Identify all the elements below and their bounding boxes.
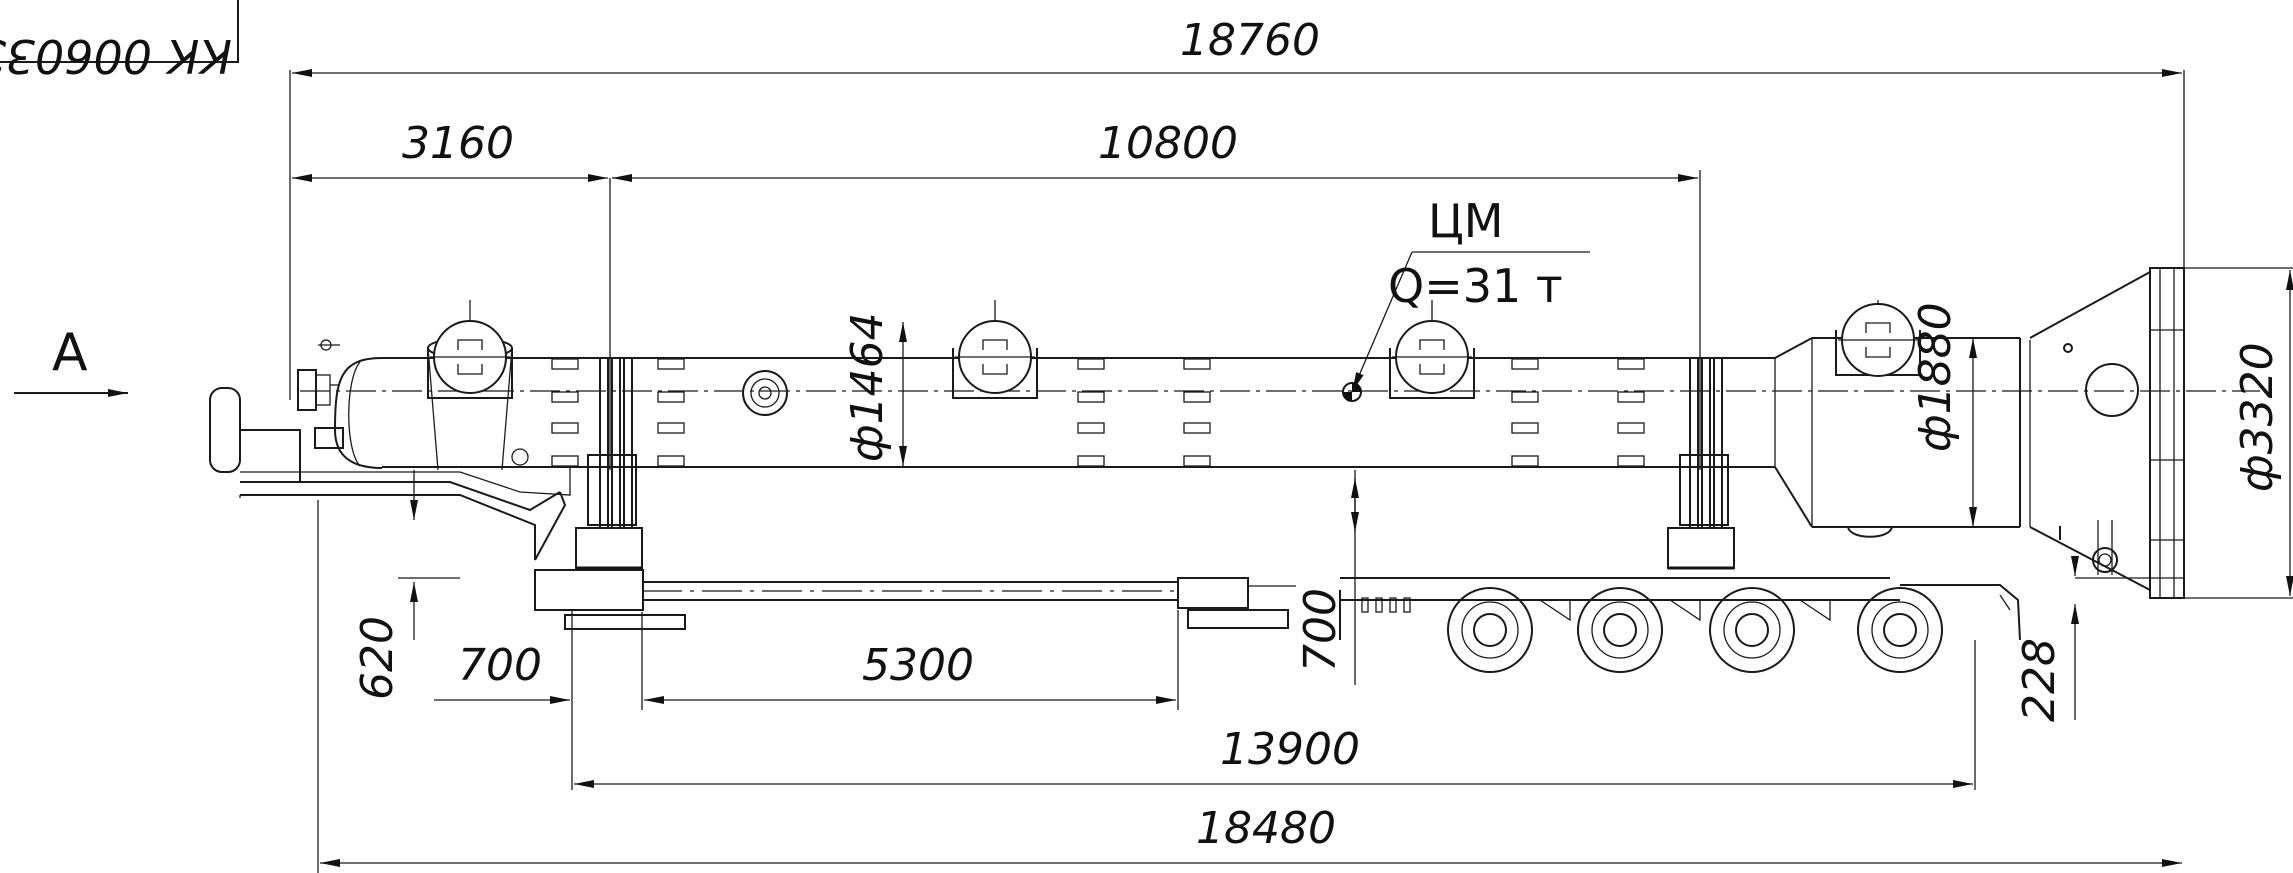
dim-text-700-horizontal: 700 xyxy=(458,640,542,691)
trailer-deck xyxy=(534,569,1296,630)
center-of-mass-callout: ЦМ Q=31 т xyxy=(1342,194,1590,402)
trailer-bogie xyxy=(1339,577,2021,673)
manway-4 xyxy=(1835,300,1921,377)
dim-text-10800: 10800 xyxy=(1098,118,1238,169)
rear-saddle xyxy=(1667,357,1735,570)
dim-deck-length: 5300 xyxy=(644,610,1179,710)
rear-nozzle-circle xyxy=(2085,363,2139,417)
dim-rear-height: 228 xyxy=(2014,556,2184,722)
dim-deck-height-rear: 700 xyxy=(1295,470,1359,685)
dim-text-18760: 18760 xyxy=(1180,15,1320,66)
wheel-1 xyxy=(1447,587,1533,673)
dim-trailer-wheelbase: 13900 xyxy=(574,640,1976,790)
dim-text-3160: 3160 xyxy=(402,118,514,169)
dim-flange-diameter: ф3320 xyxy=(2184,267,2293,599)
dim-text-13900: 13900 xyxy=(1220,724,1360,775)
dim-text-d1464: ф1464 xyxy=(842,312,893,462)
dim-deck-height-front: 620 xyxy=(352,470,460,700)
drawing-number-text: КК 00603Э xyxy=(0,29,232,83)
dim-trailer-length: 18480 xyxy=(317,500,2182,873)
manway-2 xyxy=(952,300,1038,399)
view-arrow-a: А xyxy=(14,323,128,397)
com-label: ЦМ xyxy=(1428,194,1503,248)
rear-fitting xyxy=(2059,520,2118,575)
manway-1 xyxy=(427,300,513,471)
dim-text-18480: 18480 xyxy=(1196,803,1336,854)
view-marker-label: А xyxy=(52,323,88,383)
dim-gooseneck-offset: 700 xyxy=(434,610,643,790)
dim-text-d3320: ф3320 xyxy=(2232,342,2283,492)
dim-saddle-spacing: 10800 xyxy=(609,118,1701,470)
side-nozzle xyxy=(742,370,788,416)
dim-front-overhang: 3160 xyxy=(292,118,608,182)
manway-3 xyxy=(1389,300,1475,399)
dim-head-diameter: ф1880 xyxy=(1910,302,1977,527)
vessel xyxy=(300,267,2260,599)
shell-pads xyxy=(551,358,1645,467)
wheel-2 xyxy=(1577,587,1663,673)
dim-overall-length: 18760 xyxy=(289,15,2185,580)
tractor-gooseneck xyxy=(209,387,571,561)
dim-text-620: 620 xyxy=(352,616,403,700)
wheel-3 xyxy=(1709,587,1795,673)
dim-shell-diameter: ф1464 xyxy=(842,312,907,466)
dim-text-5300: 5300 xyxy=(862,640,974,691)
com-mass: Q=31 т xyxy=(1388,259,1563,313)
dim-text-d1880: ф1880 xyxy=(1910,302,1961,452)
drawing-number-stamp: КК 00603Э xyxy=(0,0,239,83)
left-head-fittings xyxy=(297,339,344,449)
dim-text-228: 228 xyxy=(2014,638,2065,722)
front-saddle xyxy=(575,357,643,570)
wheel-4 xyxy=(1857,587,1943,673)
dim-text-700-vertical: 700 xyxy=(1295,588,1346,672)
